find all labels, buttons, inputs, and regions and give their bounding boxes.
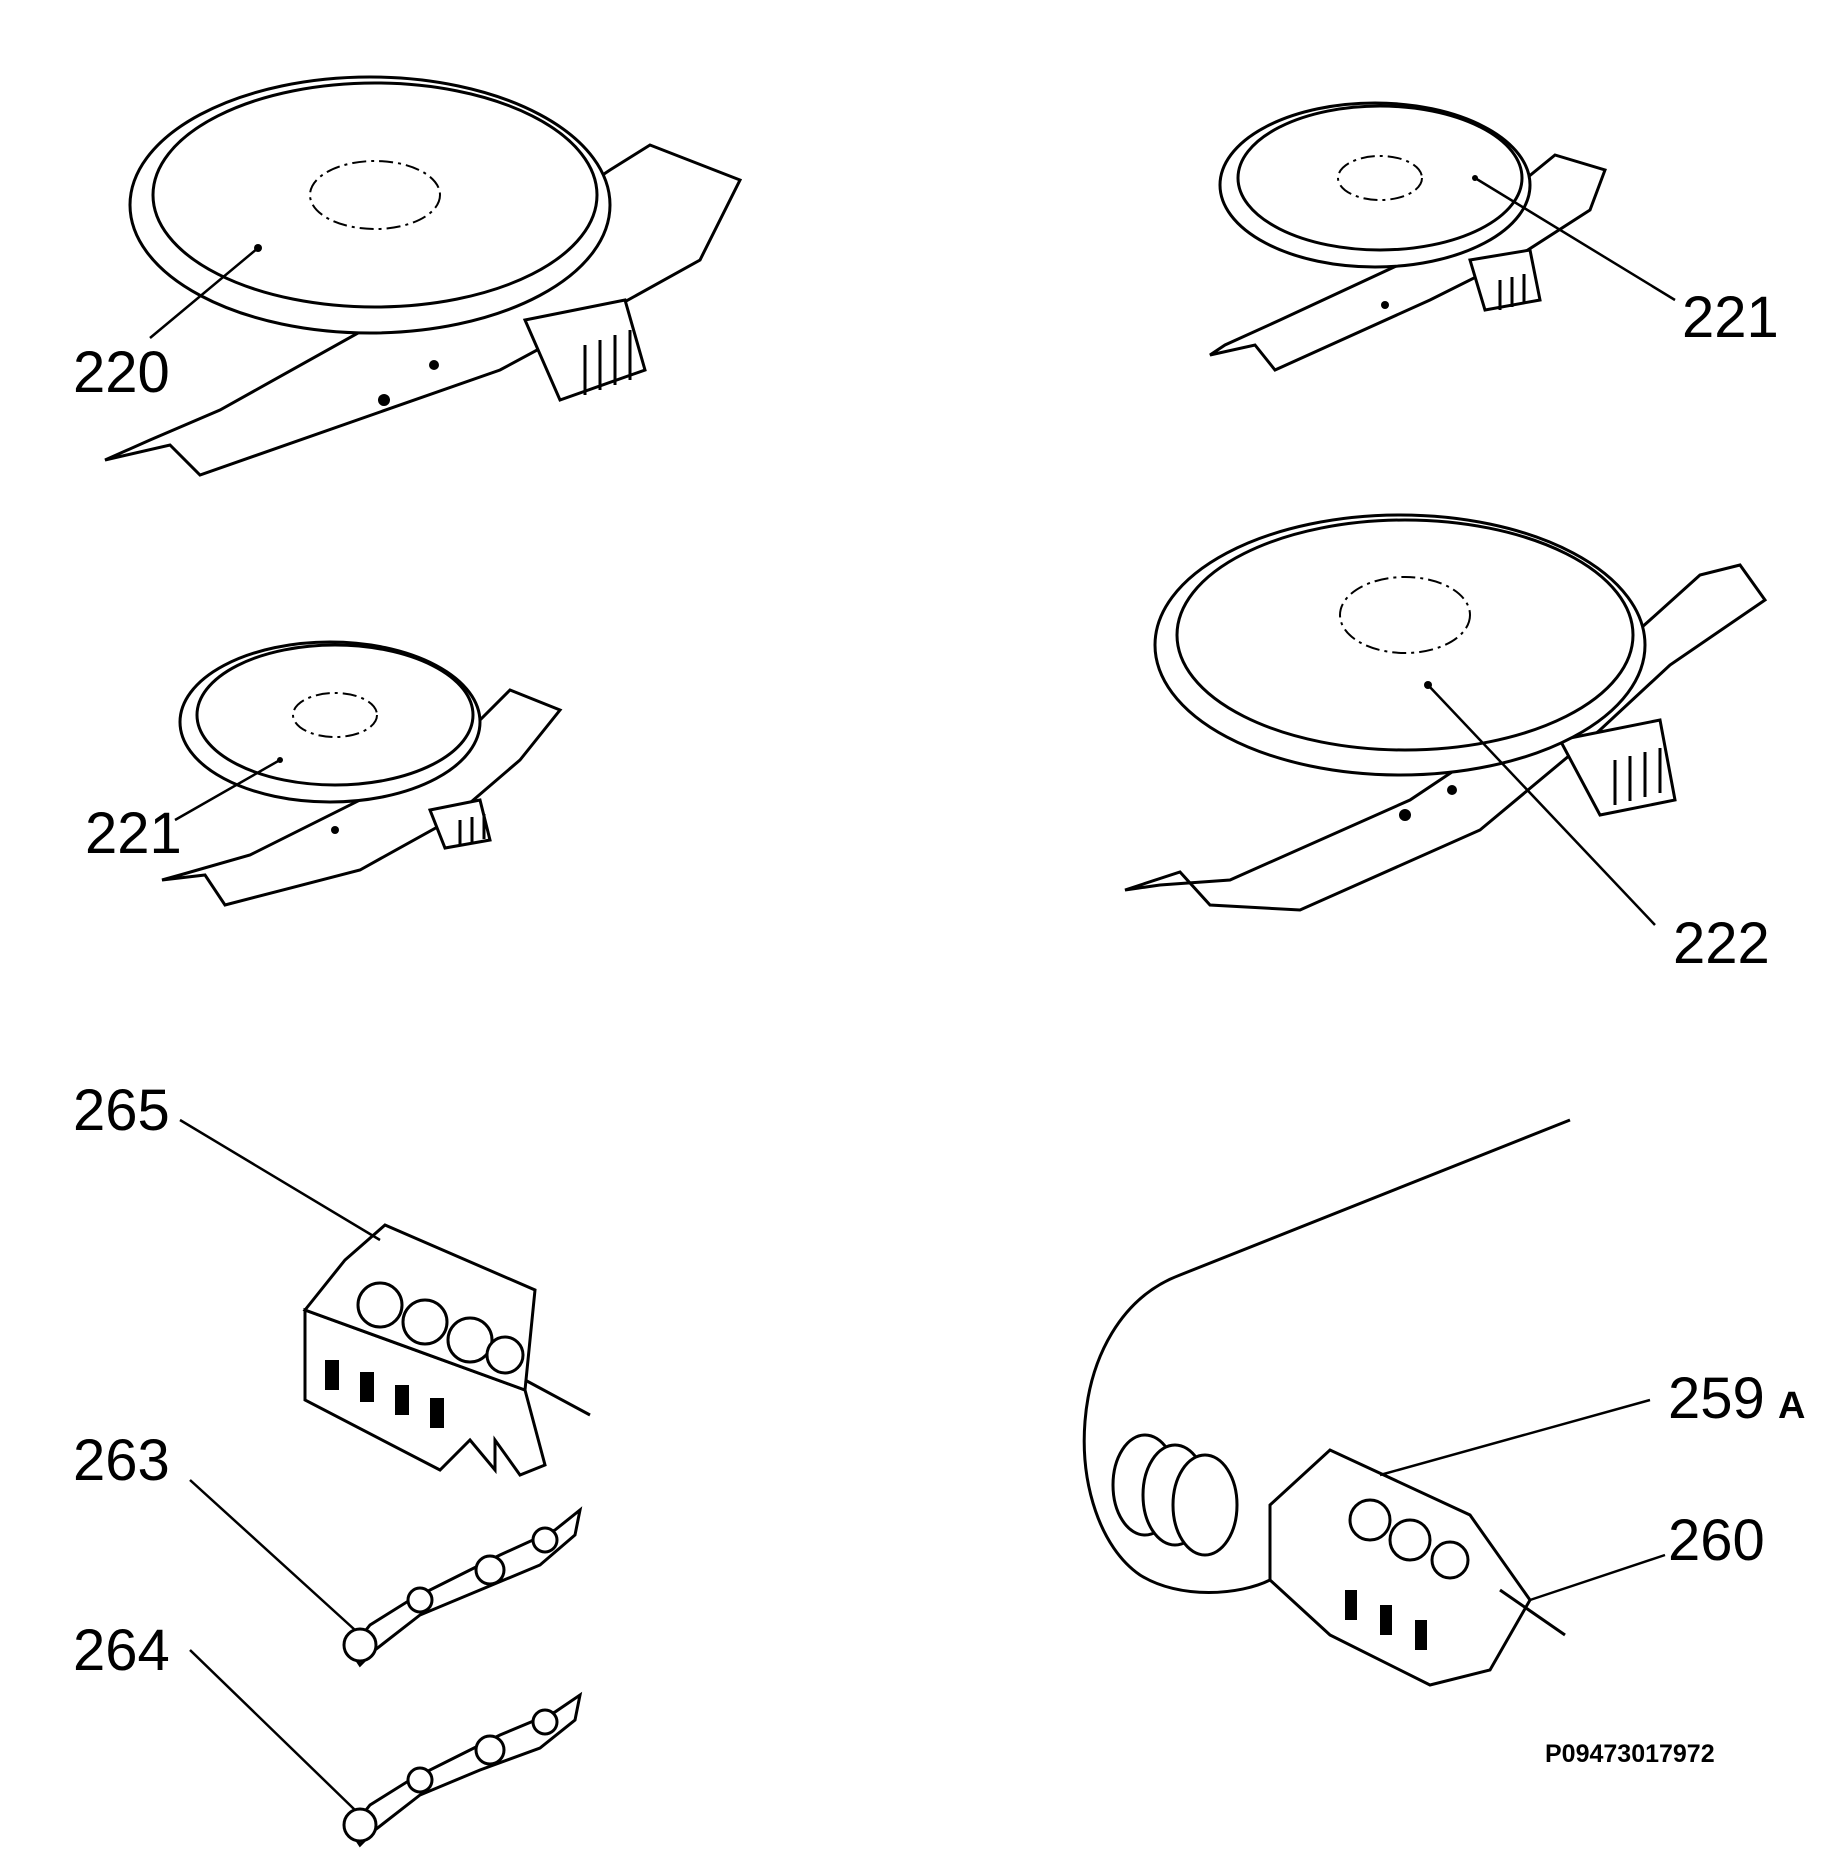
hotplate-222-center-ring xyxy=(1339,576,1471,654)
hotplate-222-plate xyxy=(1175,518,1635,752)
leader-259A xyxy=(1379,1398,1651,1477)
leader-265 xyxy=(179,1118,381,1242)
energy-regulator-265-shaft xyxy=(524,1378,591,1417)
connector-264 xyxy=(342,1691,583,1848)
leader-221-left xyxy=(174,758,281,822)
hotplate-221-top-plate xyxy=(1236,104,1524,252)
leader-263 xyxy=(189,1479,356,1631)
callout-264: 264 xyxy=(73,1618,170,1683)
switch-259A xyxy=(1082,1118,1571,1687)
callout-222: 222 xyxy=(1673,911,1770,976)
leader-264 xyxy=(189,1649,356,1811)
hotplate-221-top xyxy=(1209,101,1607,372)
callout-263: 263 xyxy=(73,1428,170,1493)
leader-260 xyxy=(1529,1553,1666,1602)
hotplate-220-center-ring xyxy=(309,160,441,230)
hotplate-220-plate xyxy=(151,81,599,309)
hotplate-221-left-terminals xyxy=(458,814,486,845)
hotplate-221-left-plate xyxy=(195,643,475,787)
leader-220 xyxy=(149,247,259,339)
hotplate-221-top-terminal-box xyxy=(1468,248,1542,312)
hotplate-222-strap xyxy=(1124,563,1768,912)
hotplate-222 xyxy=(1124,513,1768,912)
energy-regulator-265 xyxy=(302,1223,591,1477)
hotplate-220-terminals xyxy=(583,330,632,395)
hotplate-220 xyxy=(104,75,743,477)
callout-221-top: 221 xyxy=(1682,285,1779,350)
hotplate-221-top-terminals xyxy=(1498,274,1526,310)
callout-221-left: 221 xyxy=(85,801,182,866)
hotplate-222-terminals xyxy=(1613,748,1662,805)
hotplate-221-left-center-ring xyxy=(292,692,378,738)
switch-259A-body xyxy=(1268,1448,1532,1687)
switch-259A-shaft xyxy=(1499,1588,1566,1637)
callout-260: 260 xyxy=(1668,1508,1765,1573)
leader-221-top xyxy=(1474,176,1676,302)
callout-259A: 259 xyxy=(1668,1366,1765,1431)
leader-222 xyxy=(1427,684,1656,926)
hotplate-221-top-center-ring xyxy=(1337,155,1423,201)
hotplate-221-left xyxy=(161,640,563,907)
callout-220: 220 xyxy=(73,340,170,405)
callout-259A-suffix: A xyxy=(1778,1385,1805,1427)
reference-number: P09473017972 xyxy=(1545,1740,1715,1768)
capillary-tube xyxy=(1082,1118,1571,1594)
switch-259A-internals xyxy=(1345,1498,1470,1650)
leader-lines xyxy=(149,176,1676,1811)
callout-labels: 220 221 221 222 265 263 264 259 A 260 xyxy=(73,285,1805,1683)
callout-265: 265 xyxy=(73,1078,170,1143)
capillary-coil-3 xyxy=(1171,1453,1239,1557)
energy-regulator-265-cams xyxy=(325,1281,525,1428)
connector-263 xyxy=(342,1506,583,1668)
energy-regulator-265-body xyxy=(303,1307,547,1477)
